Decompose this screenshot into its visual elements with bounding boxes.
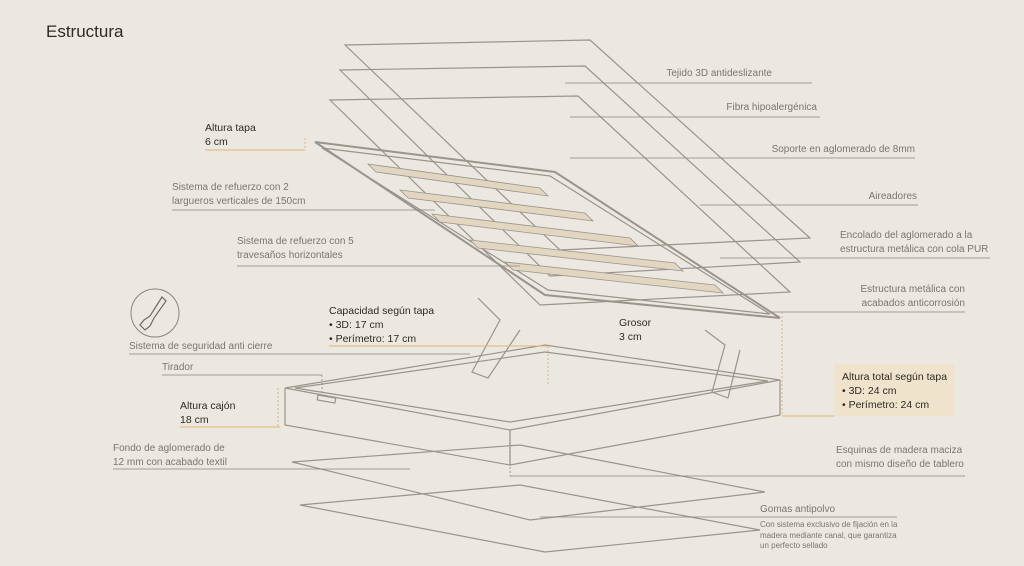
page-title: Estructura [46,22,124,41]
slats [366,163,725,294]
label-gomas-desc: Con sistema exclusivo de fijación en la … [760,520,897,552]
label-tirador: Tirador [162,362,194,373]
label-altura-tapa: Altura tapa 6 cm [205,121,256,149]
label-fondo: Fondo de aglomerado de 12 mm con acabado… [113,442,227,470]
label-line: estructura metálica con cola PUR [840,244,989,255]
label-line: Estructura metálica con [860,284,966,295]
label-line: travesaños horizontales [237,250,343,261]
label-capacidad: Capacidad según tapa • 3D: 17 cm • Perím… [329,304,434,346]
label-line: con mismo diseño de tablero [836,459,964,470]
label-value: 3 cm [619,331,642,343]
metal-frame [314,141,781,319]
hinge-left [471,297,521,379]
label-line: acabados anticorrosión [861,298,965,309]
safety-lock-icon [130,288,180,338]
label-refuerzo-5: Sistema de refuerzo con 5 travesaños hor… [237,235,354,263]
label-line: Altura cajón [180,400,236,412]
altura-total-highlight: Altura total según tapa • 3D: 24 cm • Pe… [834,364,954,416]
label-line: madera mediante canal, que garantiza [760,530,897,540]
label-estructura: Estructura metálica con acabados anticor… [861,283,966,311]
board-layer [328,95,792,306]
label-gomas: Gomas antipolvo [760,504,836,515]
label-line: 12 mm con acabado textil [113,457,227,468]
bottom-board [291,444,766,521]
label-seguridad: Sistema de seguridad anti cierre [129,341,273,352]
storage-box-top [284,344,781,431]
label-line: largueros verticales de 150cm [172,196,306,207]
label-fibra: Fibra hipoalergénica [726,102,817,113]
label-line: Fondo de aglomerado de [113,443,225,454]
label-altura-cajon: Altura cajón 18 cm [180,399,235,427]
label-aireadores: Aireadores [868,191,917,202]
label-value: • 3D: 24 cm [842,385,897,397]
label-line: Capacidad según tapa [329,305,435,317]
label-line: Grosor [619,317,652,329]
label-grosor: Grosor 3 cm [619,316,651,344]
label-line: Esquinas de madera maciza [836,445,963,456]
label-line: Sistema de refuerzo con 2 [172,182,289,193]
label-value: • Perímetro: 24 cm [842,399,930,411]
label-value: • 3D: 17 cm [329,319,384,331]
label-line: Altura total según tapa [842,371,948,383]
label-esquinas: Esquinas de madera maciza con mismo dise… [836,444,964,472]
label-soporte: Soporte en aglomerado de 8mm [771,144,915,155]
label-line: Altura tapa [205,122,256,134]
label-line: Sistema de refuerzo con 5 [237,236,354,247]
label-value: 18 cm [180,414,209,426]
label-value: 6 cm [205,136,228,148]
label-line: Encolado del aglomerado a la [840,230,973,241]
label-refuerzo-2: Sistema de refuerzo con 2 largueros vert… [172,181,305,209]
label-encolado: Encolado del aglomerado a la estructura … [840,229,988,257]
label-line: un perfecto sellado [760,541,828,550]
label-line: Con sistema exclusivo de fijación en la [760,520,898,529]
label-value: • Perímetro: 17 cm [329,333,417,345]
label-tejido: Tejido 3D antideslizante [666,68,772,79]
dust-seal [299,484,761,553]
